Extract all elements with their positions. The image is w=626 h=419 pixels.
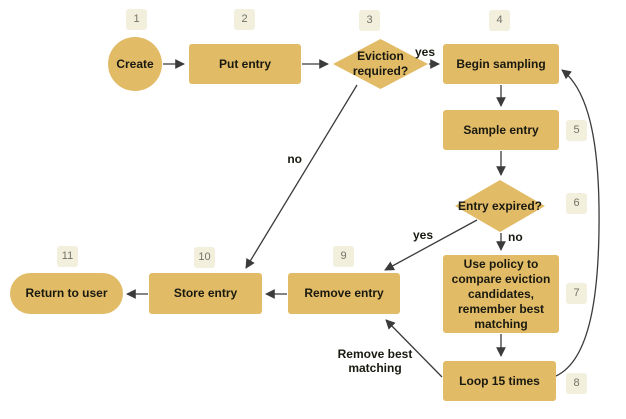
step-badge-4: 4 <box>489 10 510 31</box>
edge-expired-to-remove <box>384 219 478 271</box>
step-badge-2: 2 <box>234 9 255 30</box>
edge-label-eviction-yes: yes <box>414 45 436 59</box>
node-entry-expired: Entry expired? <box>455 180 545 232</box>
node-return-to-user: Return to user <box>10 273 123 314</box>
edge-loop-to-begin-curve <box>555 69 600 377</box>
node-label: Eviction required? <box>352 49 409 78</box>
node-store-entry: Store entry <box>149 273 262 314</box>
node-create: Create <box>108 37 162 91</box>
node-label: Entry expired? <box>457 198 543 213</box>
step-badge-10: 10 <box>194 247 215 268</box>
node-use-policy: Use policy to compare eviction candidate… <box>443 255 559 333</box>
edge-label-eviction-no: no <box>287 152 302 166</box>
edge-label-remove-best-matching: Remove best matching <box>337 347 413 375</box>
node-loop-15-times: Loop 15 times <box>443 361 556 401</box>
edge-label-expired-no: no <box>508 230 523 244</box>
node-remove-entry: Remove entry <box>288 273 400 314</box>
step-badge-5: 5 <box>566 120 587 141</box>
edge-eviction-to-store <box>245 84 358 269</box>
step-badge-1: 1 <box>126 9 147 30</box>
edge-label-expired-yes: yes <box>412 228 434 242</box>
node-sample-entry: Sample entry <box>443 110 559 150</box>
node-put-entry: Put entry <box>189 44 301 84</box>
step-badge-11: 11 <box>57 246 78 267</box>
step-badge-8: 8 <box>566 373 587 394</box>
step-badge-3: 3 <box>359 10 380 31</box>
step-badge-9: 9 <box>333 246 354 267</box>
node-begin-sampling: Begin sampling <box>443 44 559 84</box>
edge-loop-to-remove <box>385 319 443 378</box>
step-badge-6: 6 <box>566 193 587 214</box>
node-eviction-required: Eviction required? <box>333 39 428 89</box>
step-badge-7: 7 <box>566 283 587 304</box>
